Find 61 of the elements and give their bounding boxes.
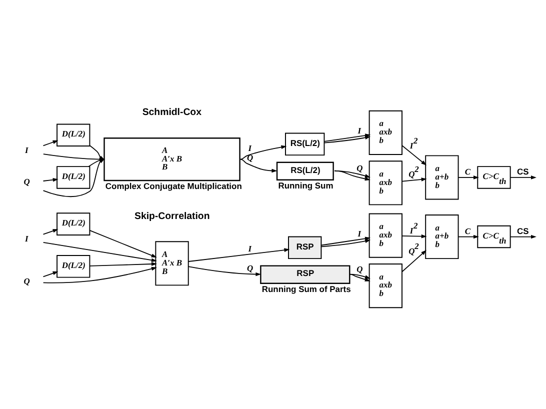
node-box: D(L/2) xyxy=(56,166,90,188)
arrow xyxy=(324,135,371,143)
edge-label: CS xyxy=(516,166,529,176)
label: Schmidl-Cox xyxy=(142,106,202,118)
node-box: A A′x B B xyxy=(155,240,189,286)
arrow xyxy=(42,241,157,262)
arrow xyxy=(402,144,426,165)
node-box: a a+b b xyxy=(425,154,459,200)
edge-label: C xyxy=(464,166,471,176)
arrow xyxy=(42,177,58,182)
edge-label: I xyxy=(248,142,252,152)
node-box: a a+b b xyxy=(425,214,459,259)
label: Skip-Correlation xyxy=(134,210,210,222)
node-label: Running Sum of Parts xyxy=(262,283,351,294)
arrow xyxy=(188,248,290,262)
arrow xyxy=(402,177,427,182)
arrow xyxy=(320,238,371,247)
node-box: D(L/2) xyxy=(56,123,90,146)
node-box: a axb b xyxy=(368,160,402,205)
node-box: A A′x B B xyxy=(104,137,240,181)
arrow xyxy=(402,250,426,272)
node-label: Running Sum xyxy=(278,180,334,190)
edge-label: Q xyxy=(247,152,254,162)
arrow xyxy=(510,234,536,238)
arrow xyxy=(458,234,479,238)
node-box: a axb b xyxy=(368,110,402,154)
node-box: RS(L/2) xyxy=(276,161,334,180)
node-box: D(L/2) xyxy=(56,212,90,235)
node-text: Q xyxy=(24,176,30,186)
edge-label: I xyxy=(358,124,362,135)
node-box: D(L/2) xyxy=(56,254,90,278)
arrow xyxy=(458,175,479,179)
arrow xyxy=(42,228,58,234)
arrow xyxy=(188,266,262,276)
edge-label: Q xyxy=(356,263,363,274)
edge-label: I xyxy=(358,228,362,238)
arrow xyxy=(240,158,278,172)
node-text: I xyxy=(24,232,28,243)
node-box: a axb b xyxy=(368,212,402,258)
arrow xyxy=(42,140,58,146)
arrow xyxy=(510,175,536,179)
edge-label: CS xyxy=(516,225,529,236)
edge-label: C xyxy=(464,225,471,236)
node-box: RS(L/2) xyxy=(285,132,325,156)
node-label: Complex Conjugate Multiplication xyxy=(105,180,242,191)
arrow xyxy=(42,270,58,277)
arrow xyxy=(89,262,157,266)
arrow xyxy=(334,170,370,180)
edge-label: Q xyxy=(356,162,363,172)
edge-label: I xyxy=(248,242,252,253)
arrow xyxy=(320,236,371,246)
arrow xyxy=(89,230,157,258)
arrow xyxy=(42,266,157,283)
node-text: Q xyxy=(24,275,30,286)
node-box: a axb b xyxy=(368,263,402,308)
node-box: RSP xyxy=(288,236,322,259)
node-text: I xyxy=(24,144,28,155)
arrow xyxy=(402,234,427,238)
arrow xyxy=(240,144,287,160)
arrow xyxy=(324,133,371,142)
edge-label: Q xyxy=(247,262,254,272)
